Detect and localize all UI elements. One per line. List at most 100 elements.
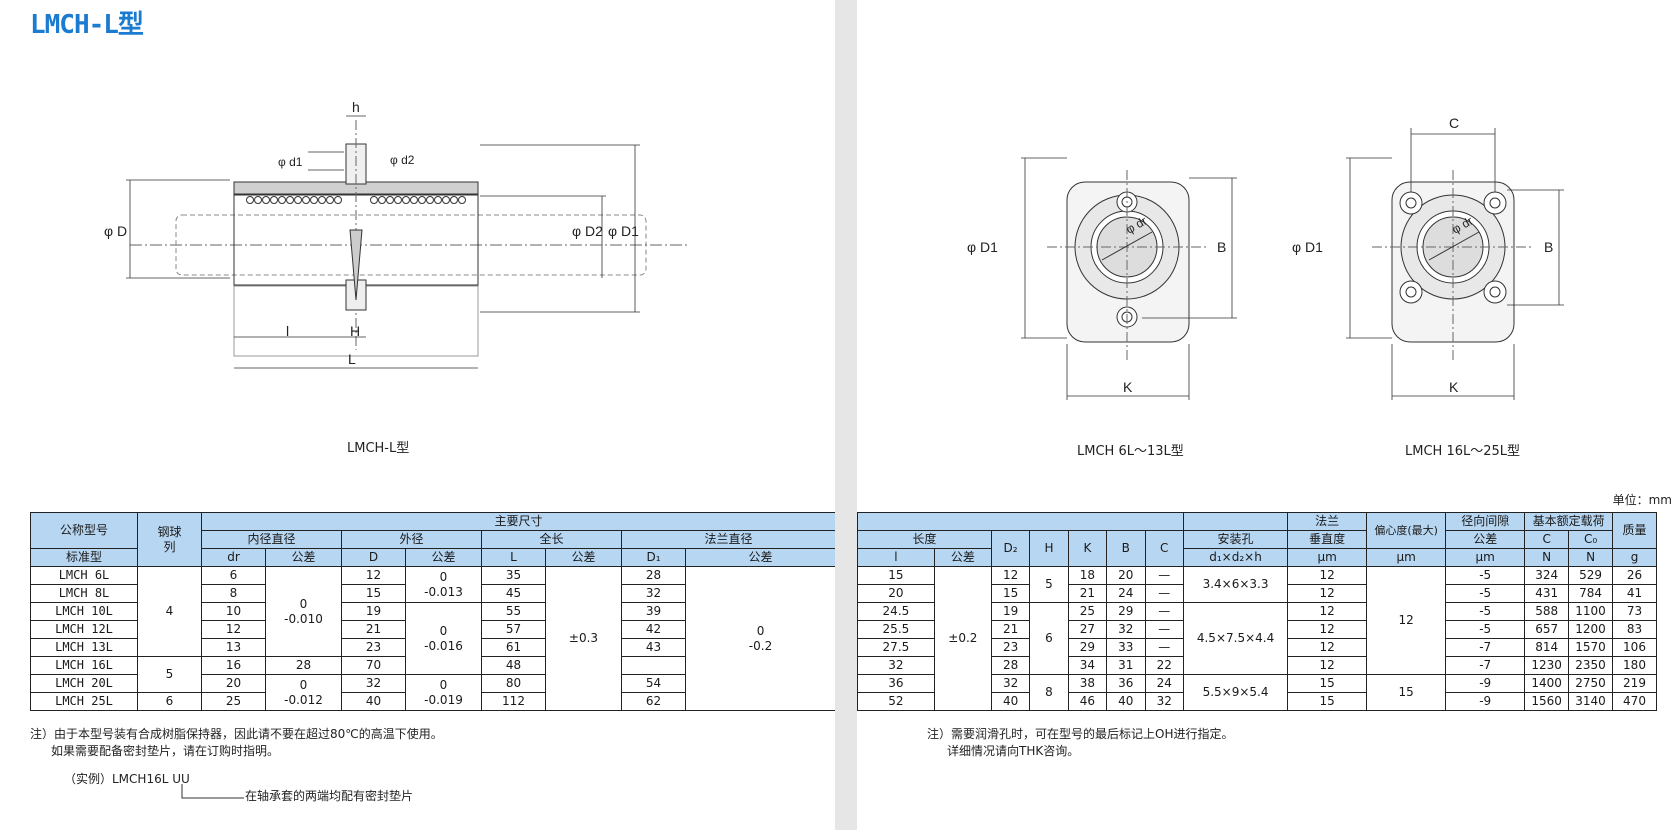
table-cell: 39	[621, 602, 686, 621]
table-cell: 27	[1067, 620, 1108, 639]
hdr-model: 公称型号	[30, 512, 138, 549]
table-cell: 180	[1612, 656, 1657, 675]
table-cell: 470	[1612, 692, 1657, 711]
hdr-main: 主要尺寸	[200, 512, 835, 531]
hdr-H: H	[1029, 530, 1069, 567]
table-cell: 35	[481, 566, 546, 585]
label-d1: φ d1	[278, 155, 303, 169]
table-cell: 1570	[1568, 638, 1614, 657]
table-cell: 18	[1067, 566, 1108, 585]
table-cell: 8	[201, 584, 266, 603]
table-cell: 23	[990, 638, 1031, 657]
table-cell: 25	[1067, 602, 1108, 621]
hdr-hole: 安装孔	[1182, 530, 1289, 549]
table-cell: 21	[990, 620, 1031, 639]
hdr-radial-tol: 公差	[1445, 530, 1526, 549]
hdr-dr-tol: 公差	[265, 548, 342, 567]
table-cell: 529	[1568, 566, 1614, 585]
table-cell: 28	[621, 566, 686, 585]
table-cell: 45	[481, 584, 546, 603]
mid-drawing-caption: LMCH 6L～13L型	[1077, 444, 1184, 459]
label-D: φ D	[104, 223, 127, 239]
hdr-C-load: C	[1524, 530, 1570, 549]
table-cell: 2750	[1568, 674, 1614, 693]
table-cell: -7	[1445, 656, 1526, 675]
table-cell: -9	[1445, 674, 1526, 693]
hdr-ecc-unit: μm	[1366, 548, 1447, 567]
table-cell: 3140	[1568, 692, 1614, 711]
table-cell: 12	[1287, 584, 1368, 603]
label-D2: φ D2	[572, 223, 603, 239]
hdr-B: B	[1106, 530, 1146, 567]
table-cell: LMCH 8L	[30, 584, 138, 603]
label-K-right: K	[1449, 379, 1459, 395]
table-cell: 32	[990, 674, 1031, 693]
table-cell: 36	[1106, 674, 1146, 693]
table-cell: 0-0.013	[405, 566, 482, 603]
right-spec-table: 法兰 偏心度(最大) 径向间隙 基本额定载荷 质量 长度 D₂ H K B C …	[857, 512, 1657, 711]
left-page: LMCH-L型	[0, 0, 835, 830]
unit-label: 单位：mm	[1612, 493, 1672, 507]
table-cell: 12	[201, 620, 266, 639]
table-cell: 24	[1106, 584, 1146, 603]
table-cell: 32	[341, 674, 406, 693]
table-cell: —	[1144, 620, 1184, 639]
table-cell: 83	[1612, 620, 1657, 639]
table-cell: 32	[1106, 620, 1146, 639]
table-cell: —	[1144, 566, 1184, 585]
balls-row	[246, 196, 466, 204]
example-note-2: 在轴承套的两端均配有密封垫片	[245, 789, 414, 803]
table-cell: 22	[1144, 656, 1184, 675]
right-note-2: 详细情况请向THK咨询。	[947, 744, 1080, 758]
table-cell: 15	[1287, 692, 1368, 711]
label-L: L	[348, 351, 356, 367]
table-cell: 20	[1106, 566, 1146, 585]
table-cell: 12	[990, 566, 1031, 585]
example-bracket	[181, 784, 244, 799]
table-cell: 32	[1144, 692, 1184, 711]
table-cell: 41	[1612, 584, 1657, 603]
table-cell: 24.5	[857, 602, 935, 621]
table-cell: 21	[341, 620, 406, 639]
table-cell: 23	[341, 638, 406, 657]
table-cell: 73	[1612, 602, 1657, 621]
hdr-D1: D₁	[621, 548, 686, 567]
hdr-mass: 质量	[1612, 512, 1657, 549]
table-cell: 1230	[1524, 656, 1570, 675]
table-cell: 24	[1144, 674, 1184, 693]
table-cell: LMCH 10L	[30, 602, 138, 621]
table-cell: 29	[1067, 638, 1108, 657]
table-cell: 5	[137, 656, 202, 693]
table-cell: 12	[1287, 638, 1368, 657]
hdr-flange: 法兰直径	[620, 530, 835, 549]
table-cell: 40	[990, 692, 1031, 711]
table-cell: —	[1144, 638, 1184, 657]
table-cell: 28	[990, 656, 1031, 675]
table-cell: 12	[341, 566, 406, 585]
hdr-balls: 钢球列	[137, 512, 202, 567]
table-cell: 12	[1287, 566, 1368, 585]
table-cell: 33	[1106, 638, 1146, 657]
table-cell: 8	[1029, 674, 1069, 711]
right-page: φ dr φ dr φ D1 B K φ D1 B K C LMCH 6L～13…	[857, 0, 1674, 830]
table-cell: 54	[621, 674, 686, 693]
table-cell: 42	[621, 620, 686, 639]
table-cell: 6	[201, 566, 266, 585]
hdr-inner: 内径直径	[201, 530, 342, 549]
table-cell: 5	[1029, 566, 1069, 603]
table-cell: 80	[481, 674, 546, 693]
left-spec-table: 公称型号 钢球列 主要尺寸 内径直径 外径 全长 法兰直径 标准型 dr 公差 …	[30, 512, 835, 711]
label-l: l	[286, 323, 289, 339]
table-cell: LMCH 6L	[30, 566, 138, 585]
hdr-D2: D₂	[990, 530, 1031, 567]
table-cell: 12	[1287, 602, 1368, 621]
hdr-C-unit: N	[1524, 548, 1570, 567]
table-cell: -9	[1445, 692, 1526, 711]
left-note-1: 注）由于本型号装有合成树脂保持器，因此请不要在超过80℃的高温下使用。	[30, 727, 443, 741]
table-cell: 1200	[1568, 620, 1614, 639]
table-cell: 784	[1568, 584, 1614, 603]
